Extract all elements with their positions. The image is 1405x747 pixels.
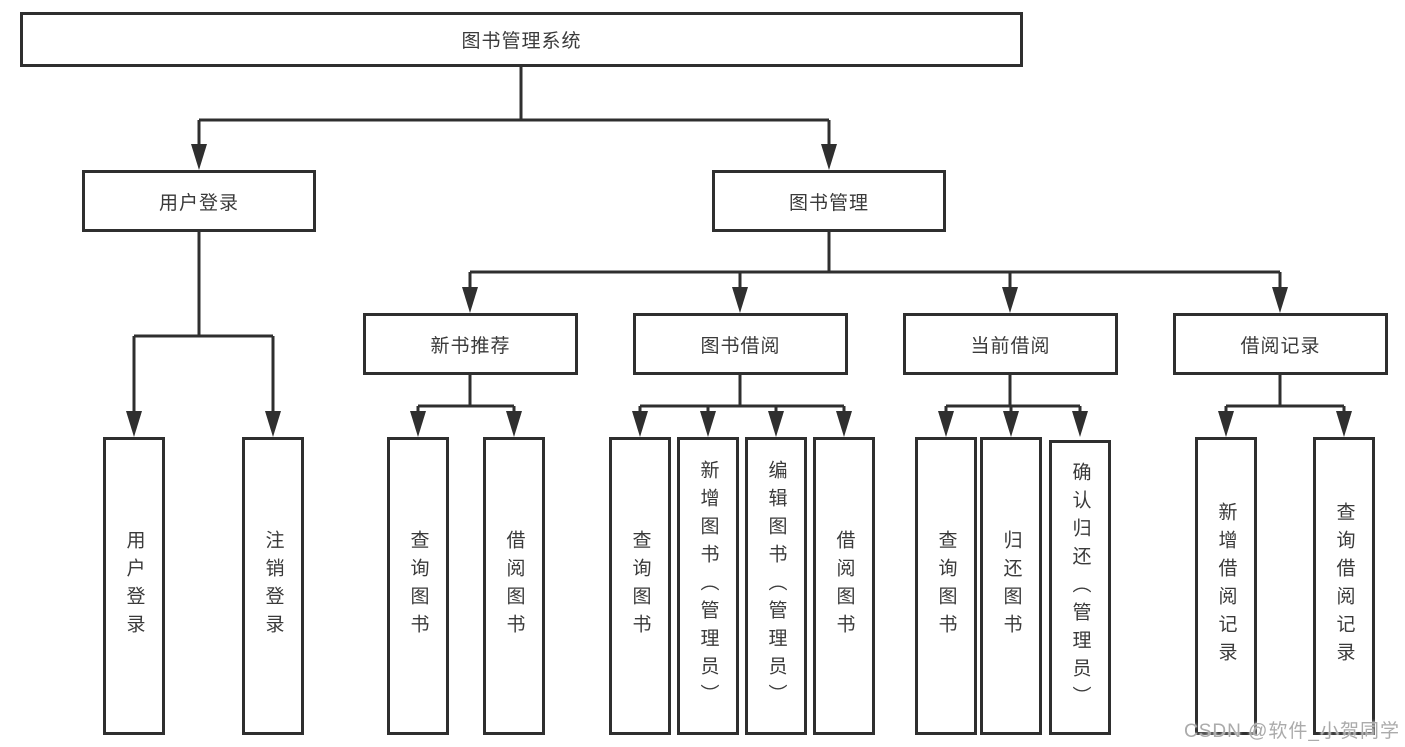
leaf-search-borrow-record: 查询借阅记录 <box>1313 437 1375 735</box>
leaf-search-books: 查询图书 <box>387 437 449 735</box>
connector-bookmgmt-to-level3 <box>468 232 1282 305</box>
node-book-borrowing: 图书借阅 <box>633 313 848 375</box>
leaf-return-books: 归还图书 <box>980 437 1042 735</box>
node-new-book-recommendation: 新书推荐 <box>363 313 578 375</box>
leaf-edit-books-admin: 编辑图书（管理员） <box>745 437 807 735</box>
connector-current-to-leaves <box>944 375 1082 429</box>
leaf-logout: 注销登录 <box>242 437 304 735</box>
leaf-add-books-admin: 新增图书（管理员） <box>677 437 739 735</box>
leaf-confirm-return-admin: 确认归还（管理员） <box>1049 440 1111 735</box>
leaf-search-books: 查询图书 <box>609 437 671 735</box>
leaf-search-books: 查询图书 <box>915 437 977 735</box>
leaf-borrow-books: 借阅图书 <box>483 437 545 735</box>
connector-root-to-level2 <box>197 67 831 162</box>
connector-records-to-leaves <box>1224 375 1346 429</box>
node-library-management-system: 图书管理系统 <box>20 12 1023 67</box>
node-current-borrowing: 当前借阅 <box>903 313 1118 375</box>
leaf-user-login: 用户登录 <box>103 437 165 735</box>
connector-newbook-to-leaves <box>416 375 516 429</box>
node-borrowing-records: 借阅记录 <box>1173 313 1388 375</box>
node-book-management: 图书管理 <box>712 170 946 232</box>
leaf-add-borrow-record: 新增借阅记录 <box>1195 437 1257 735</box>
leaf-borrow-books: 借阅图书 <box>813 437 875 735</box>
node-user-login: 用户登录 <box>82 170 316 232</box>
connector-borrowing-to-leaves <box>638 375 846 429</box>
csdn-watermark: CSDN @软件_小贺同学 <box>1184 721 1400 742</box>
connector-userlogin-to-leaves <box>132 232 275 429</box>
